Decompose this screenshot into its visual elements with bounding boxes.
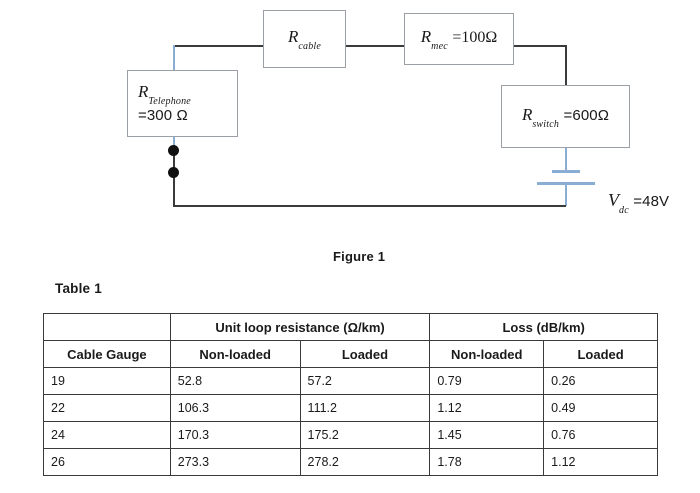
cell-gauge: 22: [43, 394, 171, 422]
column-header-resistance-loaded: Loaded: [299, 340, 431, 368]
cell-loss-loaded: 0.49: [543, 394, 658, 422]
voltage-subscript: dc: [619, 205, 629, 217]
resistor-mec-label: Rmec =100Ω: [420, 27, 498, 53]
resistor-telephone-box: RTelephone =300 Ω: [127, 70, 238, 137]
resistor-telephone-value: =300 Ω: [138, 107, 188, 125]
cell-resistance-nonloaded: 273.3: [169, 448, 301, 476]
table-group-header-row: Unit loop resistance (Ω/km) Loss (dB/km): [43, 313, 658, 341]
battery-plate-positive: [552, 170, 580, 173]
resistor-mec-value: =100Ω: [452, 29, 498, 47]
resistor-switch-symbol: R: [521, 104, 533, 124]
data-table: Unit loop resistance (Ω/km) Loss (dB/km)…: [43, 313, 658, 476]
table-label: Table 1: [55, 281, 102, 296]
cell-loss-nonloaded: 1.12: [429, 394, 545, 422]
voltage-value: =48V: [633, 193, 670, 210]
resistor-switch-box: Rswitch =600Ω: [501, 85, 630, 148]
table-row: 22 106.3 111.2 1.12 0.49: [43, 394, 658, 422]
resistor-mec-box: Rmec =100Ω: [404, 13, 514, 65]
resistor-switch-subscript: switch: [532, 118, 560, 130]
battery-plate-negative: [537, 182, 595, 185]
resistor-switch-value: =600Ω: [563, 106, 610, 124]
cell-resistance-nonloaded: 52.8: [169, 367, 301, 395]
wire-cable-to-mec: [346, 45, 404, 47]
cell-loss-nonloaded: 1.45: [429, 421, 545, 449]
cell-gauge: 26: [43, 448, 171, 476]
circuit-diagram: Rcable Rmec =100Ω Rswitch =600Ω Vdc =48V…: [0, 0, 700, 264]
wire-top-left: [173, 45, 263, 47]
wire-battery-to-bottom: [565, 182, 567, 206]
resistor-cable-symbol: R: [287, 27, 299, 47]
resistor-mec-symbol: R: [420, 27, 432, 47]
resistor-telephone-subscript: Telephone: [148, 95, 191, 107]
resistor-cable-label: Rcable: [287, 27, 322, 53]
group-header-blank: [43, 313, 171, 341]
junction-node-upper: [168, 145, 179, 156]
cell-gauge: 24: [43, 421, 171, 449]
resistor-cable-box: Rcable: [263, 10, 346, 68]
resistor-telephone-label: RTelephone: [138, 81, 191, 107]
wire-switch-to-battery: [565, 148, 567, 171]
group-header-loss: Loss (dB/km): [429, 313, 658, 341]
table-row: 19 52.8 57.2 0.79 0.26: [43, 367, 658, 395]
cell-resistance-loaded: 111.2: [299, 394, 431, 422]
cell-loss-loaded: 1.12: [543, 448, 658, 476]
cell-loss-nonloaded: 1.78: [429, 448, 545, 476]
wire-top-to-telephone: [173, 45, 175, 71]
wire-bottom-return: [173, 205, 566, 207]
wire-telephone-to-bottom: [173, 150, 175, 207]
column-header-resistance-nonloaded: Non-loaded: [169, 340, 301, 368]
column-header-cable-gauge: Cable Gauge: [43, 340, 171, 368]
resistor-cable-subscript: cable: [298, 41, 322, 53]
junction-node-lower: [168, 167, 179, 178]
resistor-switch-label: Rswitch =600Ω: [521, 104, 610, 130]
cell-gauge: 19: [43, 367, 171, 395]
table-row: 26 273.3 278.2 1.78 1.12: [43, 448, 658, 476]
figure-caption: Figure 1: [333, 249, 386, 264]
column-header-loss-loaded: Loaded: [543, 340, 658, 368]
cell-resistance-nonloaded: 106.3: [169, 394, 301, 422]
table-column-header-row: Cable Gauge Non-loaded Loaded Non-loaded…: [43, 340, 658, 368]
wire-telephone-stub: [173, 137, 175, 151]
table-row: 24 170.3 175.2 1.45 0.76: [43, 421, 658, 449]
voltage-symbol: V: [608, 190, 619, 210]
wire-corner-to-switch: [565, 45, 567, 86]
column-header-loss-nonloaded: Non-loaded: [429, 340, 545, 368]
cell-resistance-loaded: 278.2: [299, 448, 431, 476]
resistor-telephone-symbol: R: [138, 81, 149, 101]
cell-resistance-loaded: 57.2: [299, 367, 431, 395]
cell-loss-loaded: 0.26: [543, 367, 658, 395]
voltage-source-label: Vdc =48V: [608, 190, 670, 217]
cell-resistance-nonloaded: 170.3: [169, 421, 301, 449]
wire-mec-to-corner: [514, 45, 566, 47]
resistor-mec-subscript: mec: [431, 41, 448, 53]
group-header-resistance: Unit loop resistance (Ω/km): [169, 313, 431, 341]
cell-resistance-loaded: 175.2: [299, 421, 431, 449]
cell-loss-nonloaded: 0.79: [429, 367, 545, 395]
cell-loss-loaded: 0.76: [543, 421, 658, 449]
